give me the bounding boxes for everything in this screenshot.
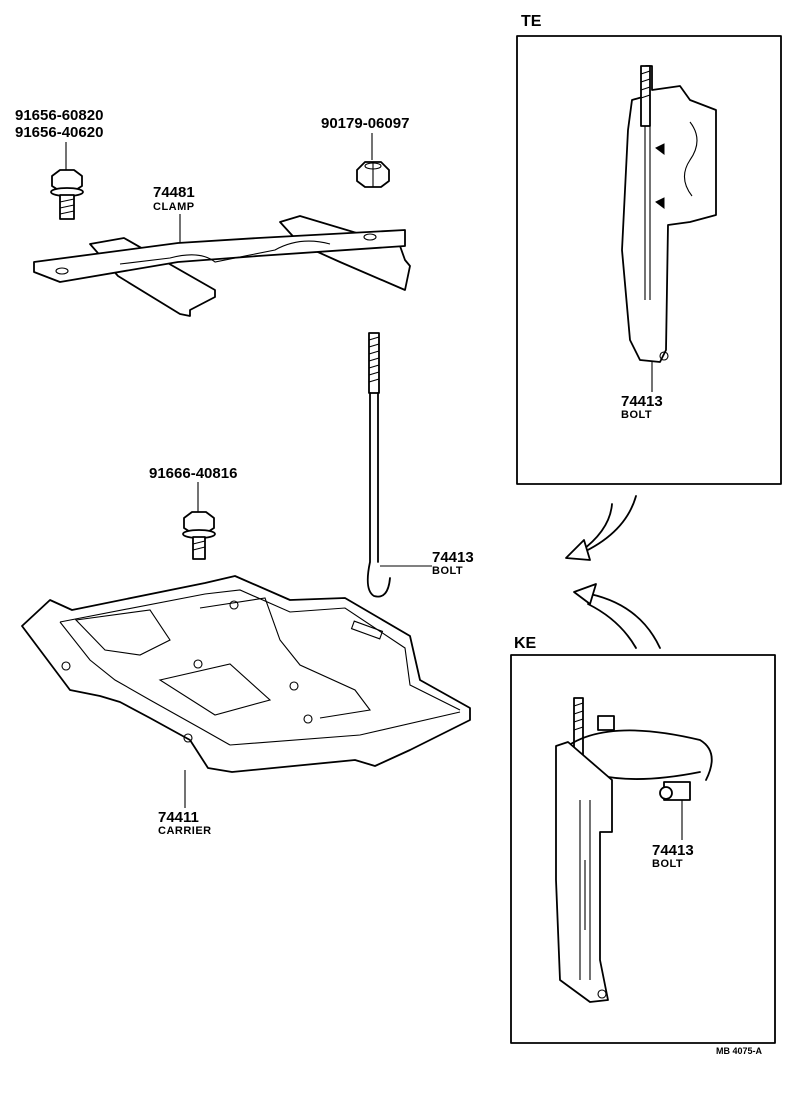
clamp-graphic (33, 214, 411, 317)
clamp-number: 74481 (153, 184, 195, 201)
bolt-lower-left-number: 91666-40816 (149, 465, 238, 482)
ke-part-name: BOLT (652, 858, 684, 870)
nut-number: 90179-06097 (321, 115, 410, 132)
bolt-upper-left-number-b: 91656-40620 (15, 124, 104, 141)
hook-bolt-graphic (366, 332, 432, 598)
diagram-reference: MB 4075-A (716, 1046, 763, 1056)
hook-bolt-number: 74413 (432, 549, 474, 566)
carrier-name: CARRIER (158, 825, 212, 837)
te-variant-label: TE (521, 13, 542, 30)
carrier-graphic (21, 575, 471, 808)
bolt-upper-left-number-a: 91656-60820 (15, 107, 104, 124)
bolt-upper-left-graphic (50, 142, 84, 220)
swap-arrows (565, 495, 661, 649)
nut-graphic (356, 133, 390, 188)
clamp-name: CLAMP (153, 201, 195, 213)
hook-bolt-name: BOLT (432, 565, 464, 577)
bolt-lower-left-graphic (182, 482, 216, 560)
te-part-name: BOLT (621, 409, 653, 421)
ke-part-number: 74413 (652, 842, 694, 859)
ke-variant-panel (510, 654, 776, 1044)
ke-variant-label: KE (514, 635, 537, 652)
carrier-number: 74411 (158, 809, 199, 826)
te-variant-panel (516, 35, 782, 485)
te-part-number: 74413 (621, 393, 663, 410)
